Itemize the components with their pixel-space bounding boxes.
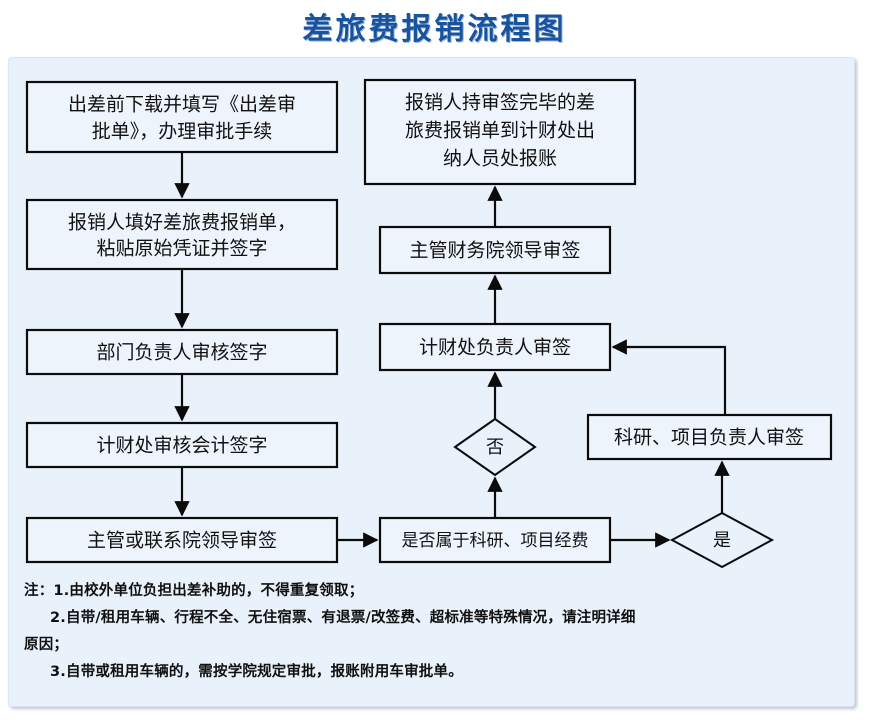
node-decision-yes[interactable]: 是	[669, 511, 775, 569]
node-n10-shape	[363, 78, 637, 186]
node-decision-no[interactable]: 否	[453, 417, 537, 477]
node-n10-line-3: 纳人员处报账	[443, 148, 557, 170]
node-n2-shape	[25, 198, 339, 271]
node-n1[interactable]: 出差前下载并填写《出差审 批单》，办理审批手续	[25, 80, 339, 154]
node-n7-shape	[586, 413, 833, 461]
node-n4-shape	[25, 421, 339, 469]
decision-no-shape	[453, 417, 537, 477]
page-title: 差旅费报销流程图	[302, 12, 567, 47]
node-n8-label: 计财处负责人审签	[419, 337, 571, 359]
flowchart-canvas: 出差前下载并填写《出差审 批单》，办理审批手续 报销人填好差旅费报销单， 粘贴原…	[25, 78, 833, 569]
node-n4[interactable]: 计财处审核会计签字	[25, 421, 339, 469]
node-n10[interactable]: 报销人持审签完毕的差 旅费报销单到计财处出 纳人员处报账	[363, 78, 637, 186]
node-n3[interactable]: 部门负责人审核签字	[25, 328, 339, 376]
node-n7-label: 科研、项目负责人审签	[614, 427, 804, 449]
node-n9[interactable]: 主管财务院领导审签	[378, 225, 612, 275]
node-n9-label: 主管财务院领导审签	[409, 240, 580, 262]
node-n2-line-1: 报销人填好差旅费报销单，	[68, 212, 296, 234]
node-n6-label: 是否属于科研、项目经费	[402, 531, 589, 551]
node-n1-line-2: 批单》，办理审批手续	[92, 121, 273, 143]
node-n6-shape	[378, 516, 612, 564]
node-n8-shape	[378, 322, 612, 372]
decision-yes-shape	[669, 511, 775, 569]
edge-n7-n8	[611, 339, 727, 415]
node-n3-shape	[25, 328, 339, 376]
note-line-3: 原因；	[24, 637, 69, 653]
node-n3-label: 部门负责人审核签字	[96, 342, 267, 364]
node-n2[interactable]: 报销人填好差旅费报销单， 粘贴原始凭证并签字	[25, 198, 339, 271]
node-n10-line-1: 报销人持审签完毕的差	[405, 92, 595, 114]
node-n7[interactable]: 科研、项目负责人审签	[586, 413, 833, 461]
note-line-2: 2.自带/租用车辆、行程不全、无住宿票、有退票/改签费、超标准等特殊情况，请注明…	[50, 610, 636, 626]
notes-block: 注：1.由校外单位负担出差补助的，不得重复领取； 2.自带/租用车辆、行程不全、…	[24, 578, 834, 686]
node-n10-line-2: 旅费报销单到计财处出	[405, 120, 595, 142]
node-n5-label: 主管或联系院领导审签	[87, 530, 277, 552]
node-n1-shape	[25, 80, 339, 154]
node-n2-line-2: 粘贴原始凭证并签字	[96, 238, 267, 260]
node-n1-line-1: 出差前下载并填写《出差审	[68, 94, 296, 116]
note-line-1: 注：1.由校外单位负担出差补助的，不得重复领取；	[24, 583, 364, 599]
decision-yes-label: 是	[713, 530, 731, 551]
node-n6[interactable]: 是否属于科研、项目经费	[378, 516, 612, 564]
note-line-4: 3.自带或租用车辆的，需按学院规定审批，报账附用车审批单。	[50, 664, 463, 680]
node-n4-label: 计财处审核会计签字	[96, 435, 267, 457]
decision-no-label: 否	[486, 437, 504, 458]
node-n5-shape	[25, 516, 339, 564]
node-n5[interactable]: 主管或联系院领导审签	[25, 516, 339, 564]
node-n8[interactable]: 计财处负责人审签	[378, 322, 612, 372]
